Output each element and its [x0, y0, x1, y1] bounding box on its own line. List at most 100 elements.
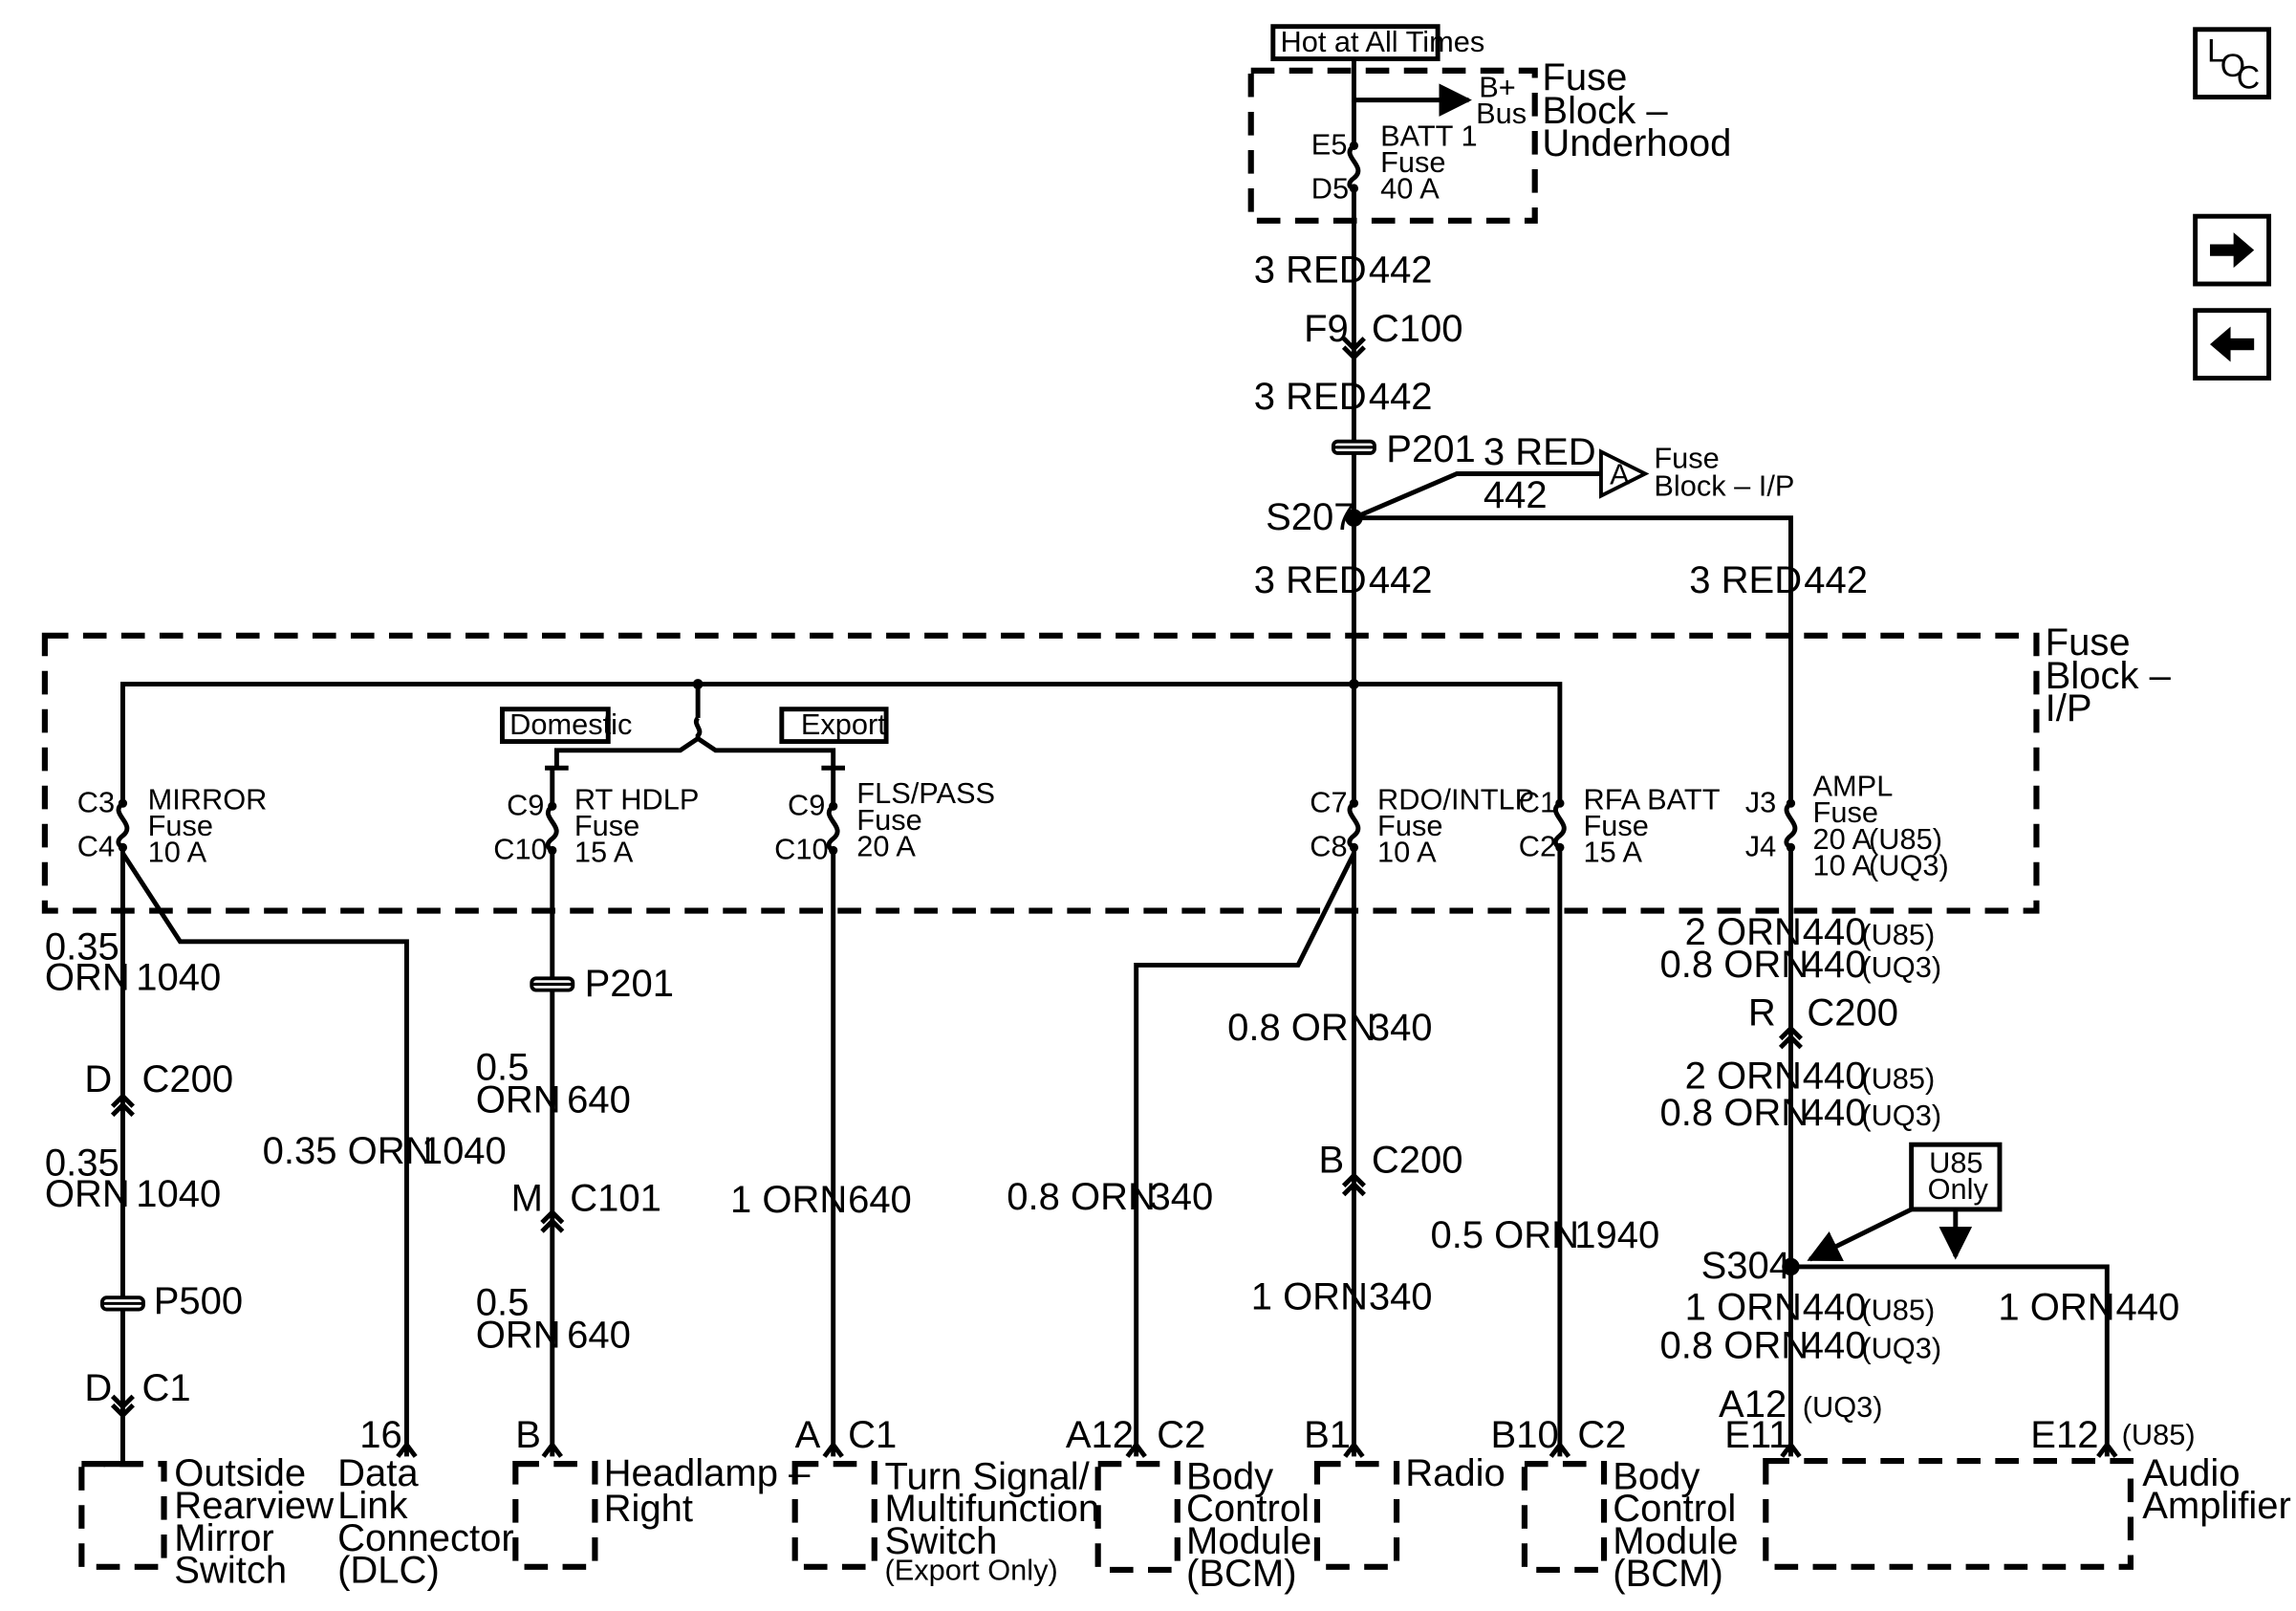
mirror-switch-name-3: Mirror: [174, 1517, 273, 1559]
bcm2-pin-symbol: [1549, 1441, 1571, 1458]
main-w3-circuit: 442: [1369, 559, 1433, 601]
amp-w2a-gauge: 2 ORN: [1685, 1056, 1802, 1098]
location-button[interactable]: L O C: [2193, 27, 2272, 100]
amp-w2b-gauge: 0.8 ORN: [1660, 1092, 1809, 1134]
ip-fuse-block-name-2: Block –: [2046, 655, 2172, 697]
offpage-a-letter: A: [1610, 457, 1630, 490]
back-button[interactable]: [2193, 308, 2272, 381]
option-bracket: [553, 716, 836, 769]
forward-button[interactable]: [2193, 213, 2272, 287]
dlc-wire: [120, 852, 409, 1457]
mirror-switch-name-2: Rearview: [174, 1485, 334, 1527]
amp-w3b-gauge: 0.8 ORN: [1660, 1324, 1809, 1366]
loc-l: L: [2207, 33, 2225, 70]
turn-gauge: 1 ORN: [730, 1179, 847, 1221]
bcm2-conn: C2: [1577, 1414, 1626, 1456]
rthdlp-fuse-label: Fuse: [574, 809, 639, 842]
s207-label: S207: [1266, 496, 1354, 538]
offpage-a-arrow: [1599, 448, 1650, 499]
amp-w3b-opt: (UQ3): [1861, 1331, 1941, 1364]
turn-switch-name-3: Switch: [885, 1520, 998, 1562]
p500-label: P500: [154, 1280, 243, 1322]
amp-pin-e12: E12: [2030, 1414, 2098, 1456]
ampl-pin-top: J3: [1745, 785, 1777, 818]
c100-connector-symbol: [1341, 337, 1366, 361]
rfa-fuse-rating: 15 A: [1583, 836, 1642, 869]
loc-o: O: [2220, 48, 2245, 84]
mirror-switch-component: [78, 1461, 167, 1570]
offpage-branch-gauge: 3 RED: [1484, 431, 1596, 473]
amp-w3a-opt: (U85): [1861, 1293, 1935, 1326]
mirror-fuse-rating: 10 A: [148, 836, 207, 869]
amp-w1a-opt: (U85): [1861, 918, 1935, 951]
ampl-fuse-label: Fuse: [1813, 795, 1878, 829]
amp-w4-gauge: 1 ORN: [1998, 1286, 2114, 1328]
hdlp-pin: B: [515, 1414, 541, 1456]
turn-switch-note: (Export Only): [885, 1554, 1058, 1587]
rthdlp-fuse-rating: 15 A: [574, 836, 634, 869]
dlc-pin-symbol: [396, 1441, 418, 1458]
turn-signal-switch-component: [791, 1461, 877, 1570]
amp-w3a-gauge: 1 ORN: [1685, 1286, 1802, 1328]
main-w3-gauge: 3 RED: [1254, 559, 1367, 601]
bcm2-name-3: Module: [1613, 1520, 1738, 1562]
amp-e12-pin-symbol: [2096, 1441, 2118, 1458]
radio-component: [1313, 1461, 1400, 1570]
u85-only-label-2: Only: [1928, 1172, 1989, 1206]
offpage-a-dest: Fuse: [1654, 441, 1719, 474]
main-w4-circuit: 442: [1804, 559, 1868, 601]
mirror-pin-bot: C4: [77, 830, 115, 863]
radio-w2-circuit: 340: [1369, 1276, 1433, 1318]
rfa-pin-top: C1: [1519, 785, 1556, 818]
batt1-fuse-symbol: [1347, 143, 1361, 191]
mirror-w1-circuit: 1040: [136, 957, 221, 999]
rdo-pin-bot: C8: [1310, 830, 1347, 863]
bcm2-name-4: (BCM): [1613, 1553, 1723, 1595]
hdlp-w2-gauge-2: ORN: [476, 1315, 561, 1357]
mirror-c1-pin: D: [84, 1367, 112, 1409]
amp-c200-pin: R: [1748, 992, 1776, 1034]
turn-switch-name-2: Multifunction: [885, 1488, 1100, 1530]
p500-passthrough-symbol: [99, 1295, 145, 1312]
bcm2-component: [1521, 1461, 1608, 1573]
rfa-fuse-label: Fuse: [1583, 809, 1648, 842]
audio-amplifier-name: Audio: [2142, 1452, 2240, 1494]
dlc-name: Data: [337, 1452, 419, 1494]
mirror-c1-name: C1: [141, 1367, 190, 1409]
amp-c200-symbol: [1778, 1025, 1803, 1050]
amp-w2b-circuit: 440: [1803, 1092, 1867, 1134]
turn-circuit: 640: [848, 1179, 912, 1221]
bcm2-name: Body: [1613, 1455, 1700, 1497]
mirror-c1-symbol: [110, 1394, 135, 1419]
mirror-c200-symbol: [110, 1092, 135, 1118]
amp-w3b-circuit: 440: [1803, 1324, 1867, 1366]
s304-to-e12-wire: [1790, 1264, 2110, 1457]
c101-pin: M: [511, 1177, 543, 1219]
right-arrow-icon: [2210, 232, 2255, 269]
offpage-a-wire: [1353, 471, 1601, 520]
flspass-fuse-label: Fuse: [856, 803, 921, 837]
batt-pin-d5: D5: [1311, 172, 1349, 206]
rfa-fuse-name: RFA BATT: [1583, 782, 1720, 816]
u85-only-label: U85: [1929, 1145, 1982, 1179]
radio-w1-gauge: 0.8 ORN: [1227, 1007, 1376, 1049]
underhood-fuse-block-name-3: Underhood: [1542, 122, 1731, 164]
headlamp-right-name: Headlamp –: [604, 1452, 811, 1494]
turn-pin-symbol: [822, 1441, 844, 1458]
batt1-fuse-rating: 40 A: [1380, 172, 1440, 206]
bplus-wire: [1351, 58, 1472, 117]
hdlp-w2-circuit: 640: [567, 1315, 631, 1357]
amp-pin-e11: E11: [1724, 1414, 1789, 1456]
ip-fuse-block-name: Fuse: [2046, 621, 2131, 664]
bcm2-gauge: 0.5 ORN: [1430, 1214, 1579, 1256]
rdo-fuse-rating: 10 A: [1377, 836, 1437, 869]
radio-pin: B1: [1304, 1414, 1351, 1456]
hdlp-p201-label: P201: [585, 963, 674, 1005]
underhood-fuse-block-name: Fuse: [1542, 56, 1627, 98]
radio-c200-symbol: [1341, 1172, 1366, 1197]
offpage-a-dest-2: Block – I/P: [1654, 469, 1794, 503]
amp-w2a-circuit: 440: [1803, 1056, 1867, 1098]
flspass-pin-top: C9: [788, 789, 825, 822]
mirror-fuse: C3 C4 MIRROR Fuse 10 A: [77, 782, 268, 868]
